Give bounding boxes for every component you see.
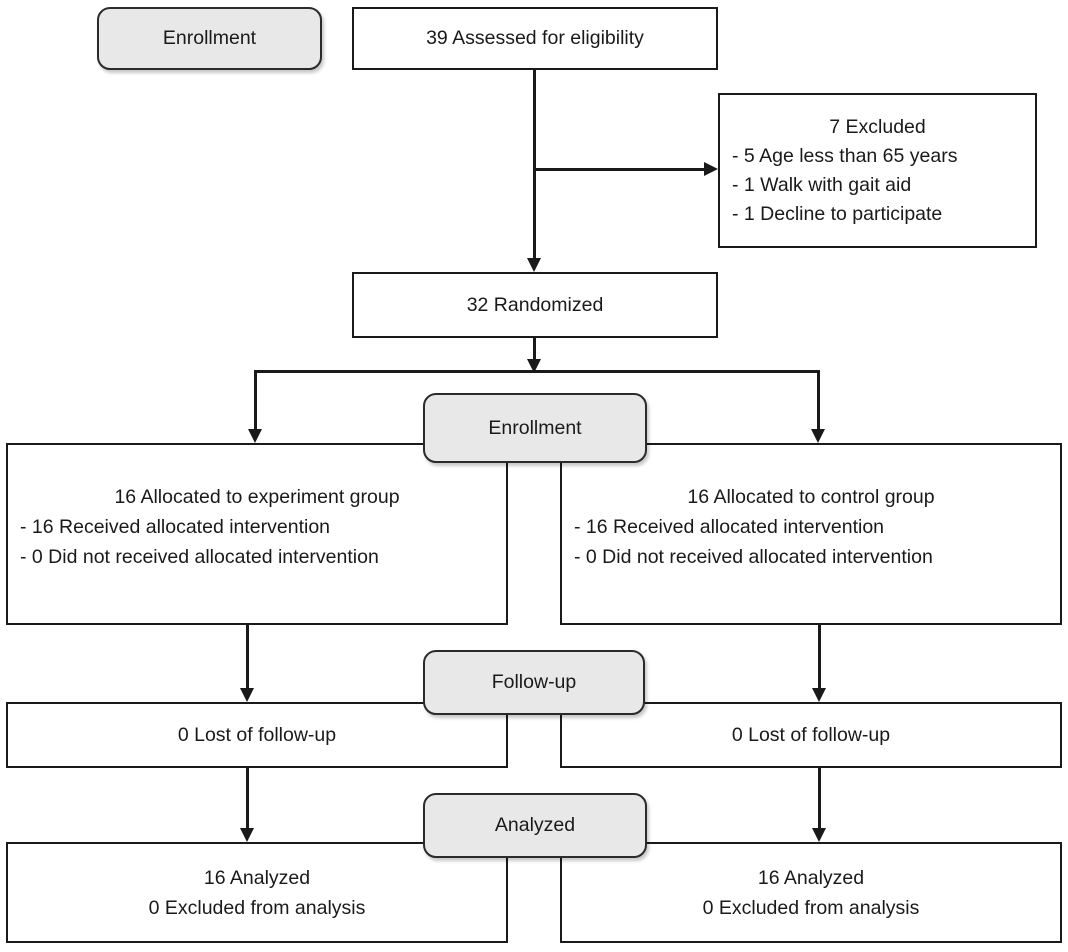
- stage-label-followup-text: Follow-up: [491, 671, 577, 693]
- connector-randomized-to-branch: [533, 338, 536, 360]
- connector-followup-to-analyzed-right: [818, 768, 821, 829]
- box-excluded: 7 Excluded - 5 Age less than 65 years - …: [718, 93, 1037, 248]
- box-randomized: 32 Randomized: [352, 272, 718, 338]
- arrowhead-into-analyzed-right: [812, 828, 826, 842]
- followup-left-text: 0 Lost of follow-up: [177, 723, 337, 746]
- connector-control-to-followup: [818, 625, 821, 689]
- arrowhead-into-excluded: [704, 162, 718, 176]
- arrowhead-into-followup-left: [240, 688, 254, 702]
- allocation-control-item: - 0 Did not received allocated intervent…: [574, 546, 933, 568]
- box-analyzed-right: 16 Analyzed 0 Excluded from analysis: [560, 842, 1062, 943]
- stage-label-enrollment-top: Enrollment: [97, 7, 322, 70]
- allocation-control-item: - 16 Received allocated intervention: [574, 516, 885, 538]
- stage-label-analyzed: Analyzed: [423, 793, 647, 858]
- connector-branch-to-control: [817, 370, 820, 430]
- box-assessed: 39 Assessed for eligibility: [352, 7, 718, 70]
- stage-label-enrollment-top-text: Enrollment: [162, 27, 257, 49]
- connector-branch-to-experiment: [254, 370, 257, 430]
- followup-right-text: 0 Lost of follow-up: [731, 723, 891, 746]
- arrowhead-into-analyzed-left: [240, 828, 254, 842]
- analyzed-left-line1: 16 Analyzed: [203, 866, 311, 889]
- connector-experiment-to-followup: [246, 625, 249, 689]
- analyzed-right-line1: 16 Analyzed: [757, 866, 865, 889]
- arrowhead-into-randomized: [527, 258, 541, 272]
- allocation-control-title: 16 Allocated to control group: [687, 486, 935, 508]
- arrowhead-into-branch: [527, 359, 541, 373]
- allocation-experiment-item: - 16 Received allocated intervention: [20, 516, 331, 538]
- randomized-text: 32 Randomized: [466, 293, 604, 316]
- analyzed-right-line2: 0 Excluded from analysis: [702, 896, 920, 919]
- arrowhead-into-followup-right: [812, 688, 826, 702]
- box-followup-right: 0 Lost of follow-up: [560, 702, 1062, 768]
- excluded-title: 7 Excluded: [829, 115, 926, 138]
- stage-label-enrollment-mid: Enrollment: [423, 393, 647, 463]
- connector-followup-to-analyzed-left: [246, 768, 249, 829]
- box-allocation-experiment: 16 Allocated to experiment group - 16 Re…: [6, 443, 508, 625]
- box-followup-left: 0 Lost of follow-up: [6, 702, 508, 768]
- connector-assessed-to-randomized: [533, 70, 536, 259]
- excluded-reason-item: - 5 Age less than 65 years: [732, 144, 958, 167]
- connector-to-excluded: [533, 168, 704, 171]
- assessed-text: 39 Assessed for eligibility: [426, 27, 644, 49]
- arrowhead-into-experiment: [248, 429, 262, 443]
- box-analyzed-left: 16 Analyzed 0 Excluded from analysis: [6, 842, 508, 943]
- stage-label-enrollment-mid-text: Enrollment: [488, 416, 582, 439]
- analyzed-left-line2: 0 Excluded from analysis: [148, 896, 366, 919]
- arrowhead-into-control: [811, 429, 825, 443]
- allocation-experiment-item: - 0 Did not received allocated intervent…: [20, 546, 379, 568]
- excluded-reason-item: - 1 Decline to participate: [732, 202, 943, 225]
- box-allocation-control: 16 Allocated to control group - 16 Recei…: [560, 443, 1062, 625]
- allocation-experiment-title: 16 Allocated to experiment group: [114, 486, 400, 508]
- stage-label-followup: Follow-up: [423, 650, 645, 715]
- stage-label-analyzed-text: Analyzed: [494, 814, 576, 836]
- excluded-reason-item: - 1 Walk with gait aid: [732, 173, 912, 196]
